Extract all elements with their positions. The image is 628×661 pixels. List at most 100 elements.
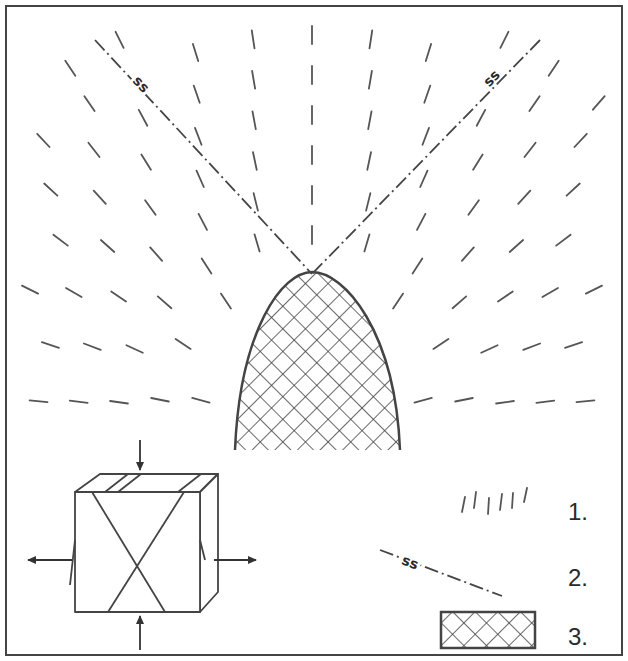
legend-stroke-sample [462,488,527,514]
legend-number: 2. [568,566,588,590]
stress-stroke [88,143,99,157]
stress-stroke [111,291,126,301]
stress-stroke [523,344,540,350]
stress-stroke [575,134,587,147]
stress-stroke [593,96,605,110]
diapir-body [235,272,400,450]
stress-stroke [311,146,313,164]
stress-stroke [199,214,207,230]
stress-stroke [116,32,124,48]
stress-stroke [30,400,48,402]
stress-stroke [37,134,49,147]
stress-stroke [150,247,162,260]
stress-stroke [423,128,430,145]
shear-label: ss [398,552,422,572]
stress-stroke [393,294,403,309]
block-diagram [70,474,218,612]
stress-stroke [556,235,570,246]
stress-stroke [22,286,38,294]
stress-stroke [194,86,200,103]
stress-stroke [158,296,172,308]
stress-stroke [101,240,114,252]
stress-stroke [252,31,255,49]
stress-stroke [42,342,59,348]
stress-stroke [139,110,148,126]
stress-stroke [364,234,369,251]
stress-stroke [473,155,483,170]
stress-stroke [44,184,57,196]
stress-stroke [455,398,473,402]
stress-stroke [549,61,559,76]
stress-stroke [311,66,313,84]
stress-stroke [70,401,88,403]
stress-stroke [368,112,371,130]
shear-label: ss [479,66,503,91]
stress-stroke [202,258,212,273]
stress-stroke [94,191,106,204]
stress-stroke [525,143,536,157]
stress-stroke [84,96,94,111]
stress-stroke [414,398,431,403]
stress-stroke [84,344,101,350]
stress-stroke [252,71,255,89]
stress-stroke [141,155,151,170]
stress-stroke [255,234,260,251]
stress-stroke [426,44,431,61]
stress-stroke [195,128,202,145]
stress-stroke [126,345,142,352]
stress-stroke [370,31,373,49]
stress-stroke [197,171,204,187]
stress-stroke [311,186,313,204]
stress-stroke [417,214,425,230]
stress-stroke [518,191,530,204]
stress-stroke [577,400,595,402]
stress-stroke [221,294,231,309]
shear-label: ss [129,72,153,97]
legend-hatch-sample [441,612,535,648]
stress-stroke [496,401,514,404]
stress-stroke [176,339,191,349]
stress-stroke [424,86,430,103]
stress-arrows [28,440,256,650]
stress-stroke [586,286,602,294]
stress-stroke [567,184,580,196]
stress-stroke [367,152,371,170]
stress-stroke [311,226,313,244]
stress-stroke [413,258,423,273]
stress-stroke [311,26,313,44]
stress-stroke [192,398,209,403]
stress-stroke [510,240,523,252]
stress-stroke [542,288,558,297]
stress-stroke [481,345,497,352]
stress-stroke [369,71,372,89]
shear-line [95,40,312,274]
stress-stroke [53,235,67,246]
stress-stroke [462,247,474,260]
stress-stroke [66,288,82,297]
legend-number: 3. [568,625,588,649]
stress-stroke [453,296,467,308]
stress-stroke [65,61,75,76]
stress-stroke [254,193,258,211]
stress-stroke [110,401,128,404]
stress-stroke [498,291,513,301]
frame [6,6,622,655]
stress-stroke [536,401,554,403]
shear-line [312,40,540,274]
stress-stroke [151,398,169,402]
stress-stroke [311,106,313,124]
stress-stroke [253,112,256,130]
stress-stroke [468,200,479,215]
stress-stroke [420,171,427,187]
stress-stroke [193,44,198,61]
stress-stroke [253,152,257,170]
legend-line-sample [380,550,502,596]
stress-stroke [565,342,582,348]
stress-stroke [529,96,539,111]
stress-stroke [500,32,508,48]
stress-stroke [145,200,156,215]
stress-stroke [477,110,486,126]
stress-stroke [433,339,448,349]
stress-stroke [366,193,370,211]
